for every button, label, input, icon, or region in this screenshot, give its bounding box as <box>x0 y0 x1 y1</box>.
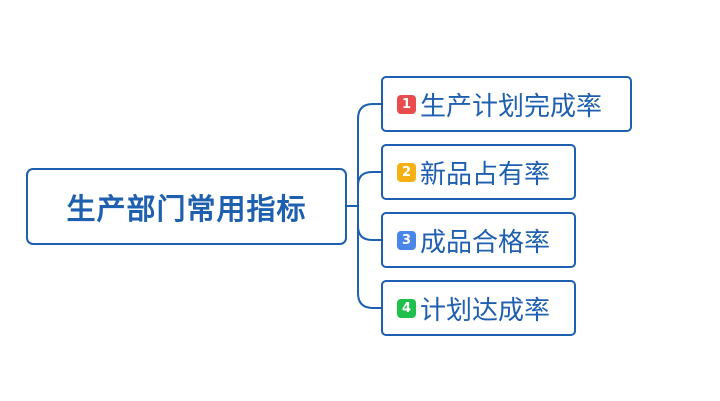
root-node[interactable]: 生产部门常用指标 <box>26 168 347 245</box>
child-node-1[interactable]: 1 生产计划完成率 <box>381 76 632 132</box>
child-node-3[interactable]: 3 成品合格率 <box>381 212 576 268</box>
branch-line-3 <box>357 206 381 241</box>
badge-2: 2 <box>397 162 416 182</box>
child-node-4[interactable]: 4 计划达成率 <box>381 280 576 336</box>
root-label: 生产部门常用指标 <box>66 191 307 226</box>
badge-3: 3 <box>397 230 416 250</box>
branch-line-1 <box>357 103 381 206</box>
child-node-2[interactable]: 2 新品占有率 <box>381 144 576 200</box>
badge-1: 1 <box>397 94 416 114</box>
child-label-2: 新品占有率 <box>420 159 551 190</box>
child-label-4: 计划达成率 <box>420 295 551 326</box>
branch-line-4 <box>357 206 381 309</box>
badge-4: 4 <box>397 298 416 318</box>
branch-line-2 <box>357 171 381 206</box>
child-label-3: 成品合格率 <box>420 227 551 258</box>
child-label-1: 生产计划完成率 <box>420 91 603 122</box>
